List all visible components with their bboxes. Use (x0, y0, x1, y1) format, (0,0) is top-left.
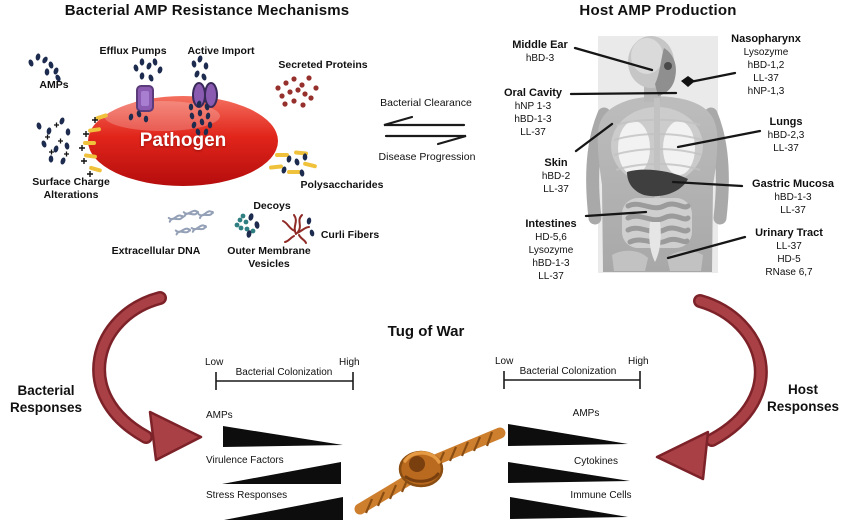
extracellular-dna-icon (167, 209, 214, 236)
right-chart-low: Low (495, 356, 514, 367)
surface-charge-icon (36, 113, 108, 177)
left-row-virulence-factors: Virulence Factors (206, 455, 284, 466)
wedge-cytokines (508, 462, 630, 483)
wedge-amps-left (223, 426, 343, 447)
left-chart-axis (215, 372, 354, 390)
right-row-immune-cells: Immune Cells (570, 490, 632, 501)
curli-fibers-icon (282, 214, 315, 244)
nasopharynx-marker (681, 76, 695, 87)
site-middle-ear: Middle Ear hBD-3 (512, 39, 568, 64)
site-connector-lines (569, 46, 762, 260)
secreted-proteins-label: Secreted Proteins (278, 59, 368, 71)
extracellular-dna-label: Extracellular DNA (111, 245, 201, 257)
amp-dots-cluster (28, 53, 61, 82)
wedge-amps-right (508, 424, 628, 446)
left-chart-axis-label: Bacterial Colonization (235, 367, 333, 378)
left-panel-title: Bacterial AMP Resistance Mechanisms (64, 2, 350, 19)
host-response-arrow (655, 294, 768, 481)
left-row-stress-responses: Stress Responses (206, 490, 288, 501)
left-row-amps: AMPs (206, 410, 233, 421)
right-chart-wedges (508, 424, 630, 519)
import-amp-dots (188, 55, 213, 136)
rope-icon (354, 427, 506, 515)
site-urinary-tract: Urinary Tract LL-37 HD-5 RNase 6,7 (755, 227, 823, 278)
curli-fibers-label: Curli Fibers (320, 229, 380, 241)
efflux-pump-icon (136, 85, 154, 112)
active-import-icon (192, 82, 218, 108)
pathogen-label: Pathogen (139, 130, 227, 151)
right-chart-high: High (628, 356, 649, 367)
host-responses-label: Host Responses (766, 382, 840, 414)
wedge-virulence-factors (222, 462, 341, 484)
site-nasopharynx: Nasopharynx Lysozyme hBD-1,2 LL-37 hNP-1… (731, 33, 801, 97)
disease-progression-label: Disease Progression (378, 151, 476, 163)
outer-membrane-vesicles-label: Outer Membrane Vesicles (227, 245, 311, 270)
efflux-amp-dots (128, 58, 163, 123)
efflux-pumps-label: Efflux Pumps (99, 45, 167, 57)
site-skin: Skin hBD-2 LL-37 (541, 157, 571, 195)
right-panel-title: Host AMP Production (579, 2, 737, 19)
site-gastric-mucosa: Gastric Mucosa hBD-1-3 LL-37 (752, 178, 834, 216)
left-chart-low: Low (205, 357, 224, 368)
secreted-protein-dots (275, 75, 319, 108)
left-chart-wedges (222, 426, 343, 520)
human-body-figure (586, 36, 729, 273)
site-lungs: Lungs hBD-2,3 LL-37 (767, 116, 805, 154)
right-row-amps: AMPs (572, 408, 600, 419)
bacterial-response-arrow (92, 291, 203, 462)
equilibrium-arrows (383, 115, 467, 146)
decoys-icon (234, 213, 260, 238)
right-chart-axis (503, 371, 641, 389)
polysaccharides-label: Polysaccharides (300, 179, 384, 191)
wedge-stress-responses (224, 497, 343, 520)
bacterial-responses-label: Bacterial Responses (9, 383, 83, 415)
tug-of-war-title: Tug of War (387, 323, 465, 340)
left-chart-high: High (339, 357, 360, 368)
site-oral-cavity: Oral Cavity hNP 1-3 hBD-1-3 LL-37 (503, 87, 563, 138)
amps-label: AMPs (39, 79, 69, 91)
surface-charge-label: Surface Charge Alterations (32, 176, 110, 201)
polysaccharides-icon (269, 150, 317, 177)
right-chart-axis-label: Bacterial Colonization (519, 366, 617, 377)
bacterial-clearance-label: Bacterial Clearance (380, 97, 472, 109)
active-import-label: Active Import (187, 45, 255, 57)
right-row-cytokines: Cytokines (574, 456, 618, 467)
decoys-label: Decoys (253, 200, 291, 212)
site-intestines: Intestines HD-5,6 Lysozyme hBD-1-3 LL-37 (525, 218, 577, 282)
wedge-immune-cells (510, 497, 628, 519)
